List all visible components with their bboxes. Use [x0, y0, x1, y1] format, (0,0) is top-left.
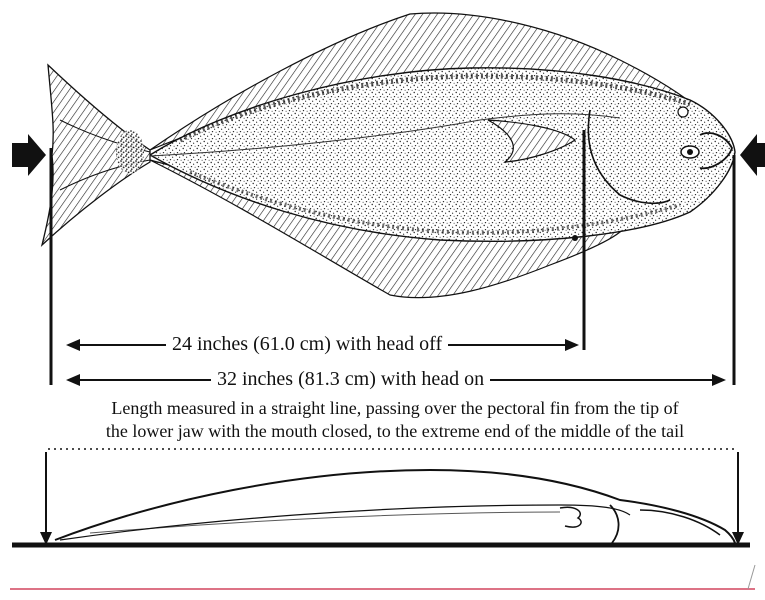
head-off-length-label: 24 inches (61.0 cm) with head off — [166, 333, 448, 356]
halibut-illustration — [42, 13, 735, 298]
left-arrow-marker-icon — [12, 134, 46, 176]
head-on-length-label: 32 inches (81.3 cm) with head on — [211, 368, 490, 391]
halibut-side-profile — [55, 470, 735, 543]
measurement-caption: Length measured in a straight line, pass… — [30, 397, 760, 443]
caption-line-2: the lower jaw with the mouth closed, to … — [30, 420, 760, 443]
bottom-vertical-arrow-right — [732, 452, 744, 545]
caption-line-1: Length measured in a straight line, pass… — [30, 397, 760, 420]
right-arrow-marker-icon — [740, 134, 765, 176]
bottom-vertical-arrow-left — [40, 452, 52, 545]
